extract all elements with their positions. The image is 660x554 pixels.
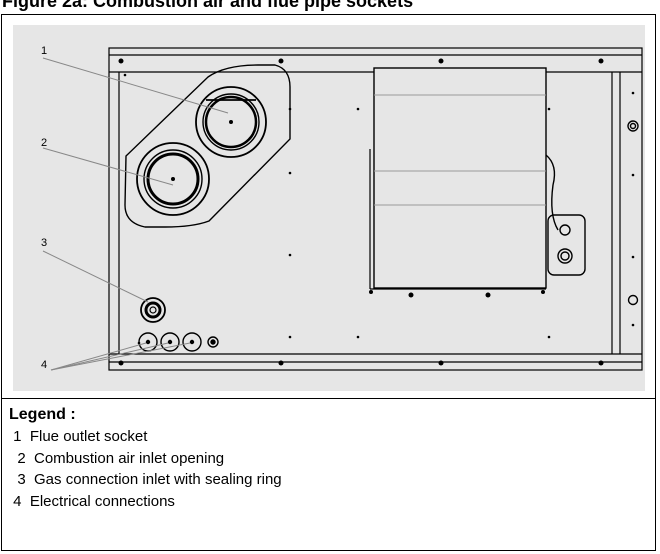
gas-connection-inlet: [140, 297, 166, 323]
figure-title: Figure 2a: Combustion air and flue pipe …: [2, 0, 414, 11]
callout-3: 3: [41, 237, 47, 249]
legend-item-3: 3 Gas connection inlet with sealing ring: [9, 471, 282, 488]
flue-outlet-socket: [195, 86, 267, 158]
electrical-connections: [138, 332, 219, 352]
callout-2: 2: [41, 137, 47, 149]
fan-housing: [369, 67, 547, 298]
leader-lines: [42, 57, 229, 371]
callout-4: 4: [41, 359, 47, 371]
flue-plate: [124, 64, 291, 228]
legend-item-1: 1 Flue outlet socket: [9, 428, 148, 445]
legend-divider: [1, 398, 656, 399]
legend-item-2: 2 Combustion air inlet opening: [9, 449, 225, 467]
legend-title: Legend :: [9, 406, 76, 423]
diagram-background: [13, 25, 645, 391]
callout-1: 1: [41, 45, 47, 57]
side-fittings: [627, 120, 639, 306]
legend: Legend : 1 Flue outlet socket 2 Combusti…: [9, 404, 282, 512]
figure-frame: [1, 14, 656, 551]
housing-screws: [118, 58, 635, 366]
motor-box: [545, 154, 586, 276]
combustion-air-inlet-opening: [136, 142, 210, 216]
legend-item-4: 4 Electrical connections: [9, 492, 175, 510]
unit-top-view-diagram: 1 2 3 4: [13, 25, 645, 391]
